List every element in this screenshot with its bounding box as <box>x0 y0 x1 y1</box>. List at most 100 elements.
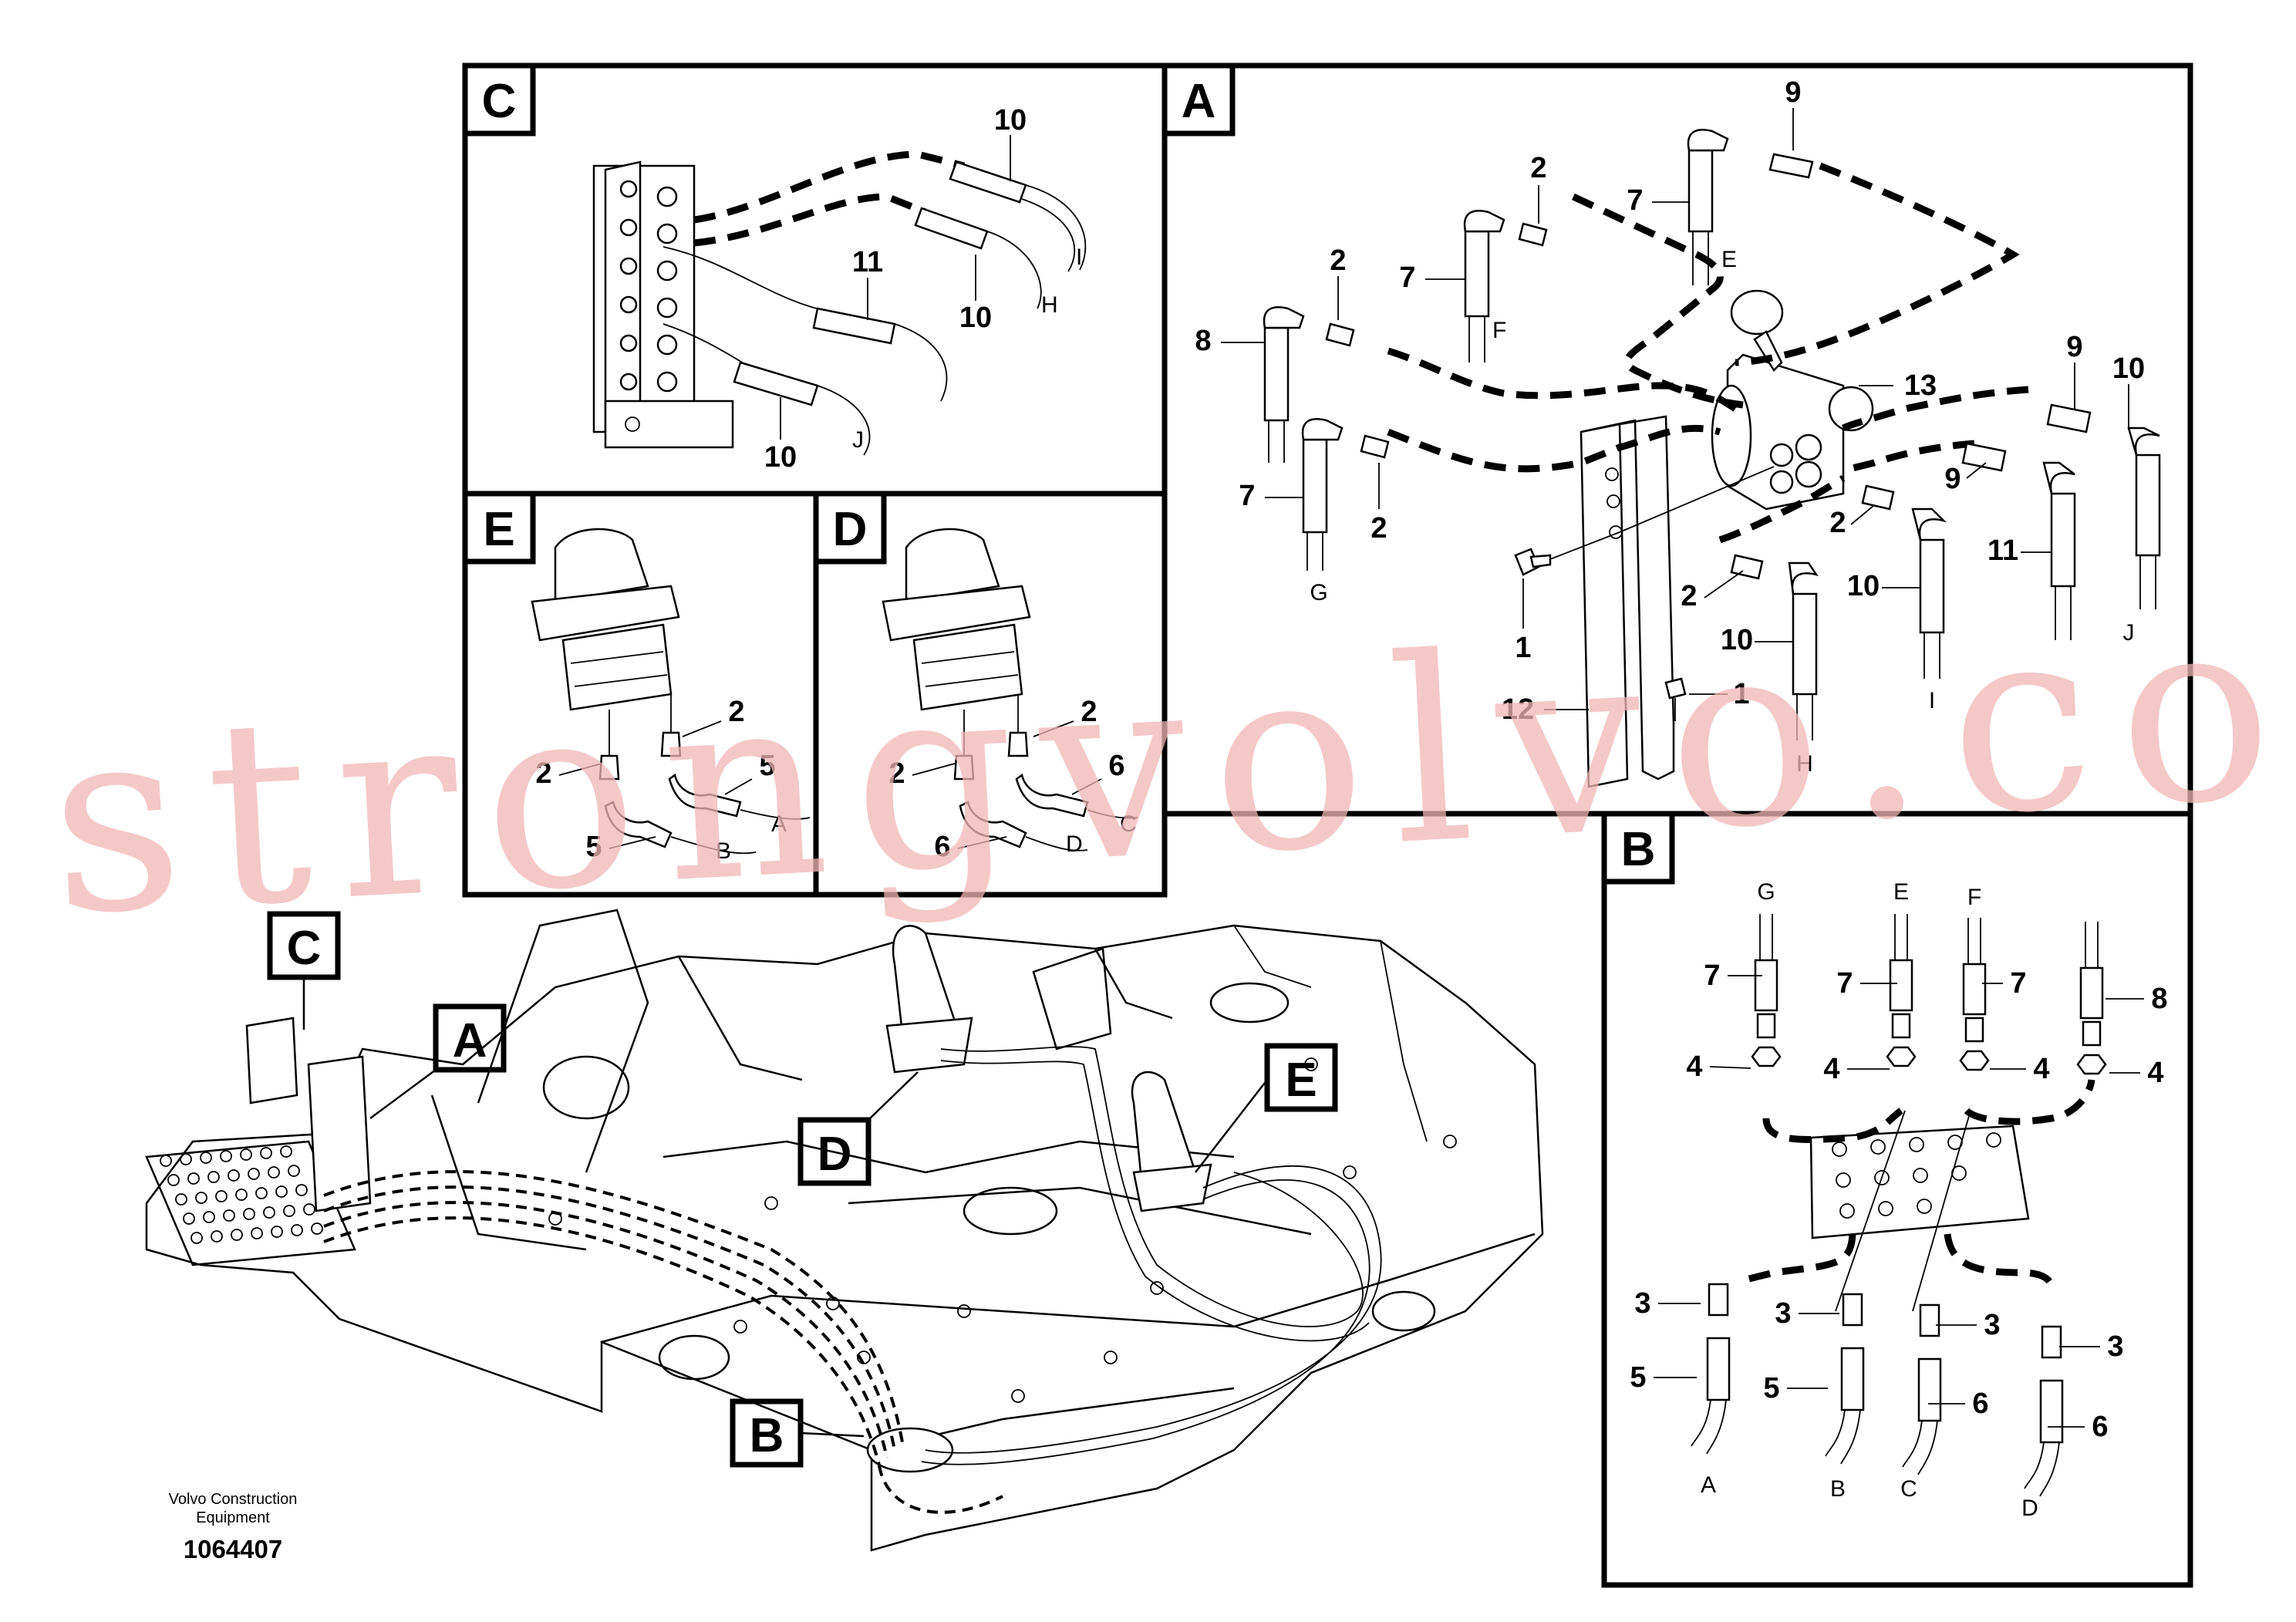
swivel-hole <box>1836 1172 1851 1188</box>
callout-label-e: E <box>1285 1054 1317 1107</box>
panel-b-label-8: 8 <box>2151 983 2167 1015</box>
panel-a-label-10a: 10 <box>1721 624 1753 656</box>
bolt-1-upper <box>1514 548 1552 576</box>
step-hole <box>203 1211 215 1223</box>
panel-e-letter-a: A <box>771 811 787 837</box>
valve-port <box>656 223 678 244</box>
panel-c-label-10a: 10 <box>994 104 1027 137</box>
panel-a-label-11: 11 <box>1988 534 2018 567</box>
panel-d-label-2b: 2 <box>888 757 905 790</box>
panel-e-label-2b: 2 <box>535 757 551 790</box>
panel-c-letter-h: H <box>1041 292 1058 318</box>
callout-box-a[interactable] <box>433 1003 507 1073</box>
step-hole <box>187 1172 200 1185</box>
panel-d-letter-d: D <box>1066 831 1083 857</box>
panel-a-label-8: 8 <box>1195 325 1211 357</box>
step-hole <box>207 1171 220 1183</box>
watermark-text: strongvolvo.com <box>43 545 2296 972</box>
callout-label-c: C <box>287 922 322 975</box>
callout-box-d[interactable] <box>797 1117 872 1186</box>
swivel-lower-hose <box>2024 1325 2064 1497</box>
valve-port <box>656 334 678 356</box>
panel-b-label-4d: 4 <box>2147 1057 2163 1089</box>
hose-11-right <box>1961 442 2076 640</box>
hose-10-lower <box>733 361 871 456</box>
step-plate <box>145 1140 356 1266</box>
step-hole <box>311 1222 323 1235</box>
step-hole <box>228 1169 240 1182</box>
step-hole <box>271 1226 283 1238</box>
swivel-upper-hose <box>1886 914 1917 1067</box>
panel-a-label-2e: 2 <box>1829 507 1846 539</box>
step-hole <box>231 1229 243 1241</box>
step-hole <box>240 1148 252 1161</box>
panel-b-letter-b: B <box>1830 1476 1846 1502</box>
swivel-upper-hose <box>2076 922 2107 1075</box>
panel-a-label-7b: 7 <box>1399 261 1415 294</box>
hose-7-g <box>1301 418 1390 571</box>
brand-line-2: Equipment <box>196 1509 270 1526</box>
panel-b-letter-c: C <box>1900 1476 1917 1502</box>
panel-a-letter-g: G <box>1310 580 1327 605</box>
panel-e-letter-b: B <box>716 838 731 864</box>
valve-port <box>656 260 678 282</box>
step-hole <box>288 1165 300 1177</box>
panel-b-label-6a: 6 <box>1972 1388 1988 1420</box>
panel-a-label-1b: 1 <box>1733 678 1749 710</box>
step-hole <box>263 1206 275 1219</box>
callout-label-b: B <box>750 1409 784 1462</box>
step-hole <box>303 1203 315 1216</box>
panel-a-label-9c: 9 <box>2066 331 2082 363</box>
step-hole <box>260 1147 272 1159</box>
panel-a-label-9a: 9 <box>1785 76 1801 109</box>
step-hole <box>183 1212 195 1225</box>
panel-b-label-4b: 4 <box>1823 1053 1839 1085</box>
panel-a-letter-i: I <box>1929 688 1935 713</box>
fittings-d <box>953 694 1138 851</box>
step-hole <box>248 1168 260 1180</box>
step-hole <box>180 1153 192 1165</box>
panel-b-label-7b: 7 <box>1836 967 1853 1000</box>
bolt-1-lower <box>1664 677 1687 721</box>
joystick-e <box>531 528 680 711</box>
panel-d-label-6b: 6 <box>934 831 950 863</box>
panel-d-label-2a: 2 <box>1081 696 1097 728</box>
panel-b-label-3c: 3 <box>1984 1309 2000 1341</box>
panel-c-label-10b: 10 <box>959 302 992 334</box>
panel-b-label-4c: 4 <box>2033 1053 2049 1085</box>
callout-box-e[interactable] <box>1264 1043 1338 1112</box>
swivel-upper-hose <box>1959 918 1990 1071</box>
valve-port <box>656 186 678 207</box>
step-hole <box>283 1205 295 1217</box>
panel-b-label-3b: 3 <box>1775 1297 1791 1330</box>
panel-b-label-3d: 3 <box>2107 1330 2123 1363</box>
panel-d-letter-c: C <box>1120 811 1137 837</box>
swivel-lower-hose <box>1825 1293 1865 1465</box>
swivel-hole <box>1874 1170 1890 1185</box>
panel-a-letter-j: J <box>2123 620 2135 646</box>
panel-b-letter-g: G <box>1757 879 1775 905</box>
hose-10-middle <box>914 207 1042 309</box>
hose-7-e <box>1687 129 1814 285</box>
panel-b-letter-d: D <box>2021 1496 2038 1521</box>
panel-b-label-4a: 4 <box>1686 1050 1702 1083</box>
panel-c-label-10c: 10 <box>764 441 797 474</box>
panel-a-label-1a: 1 <box>1515 632 1531 664</box>
panel-e-label-5b: 5 <box>585 831 602 863</box>
panel-d-title: D <box>833 503 868 556</box>
step-hole <box>223 1209 235 1222</box>
step-hole <box>175 1193 187 1206</box>
brand-line-1: Volvo Construction <box>169 1491 298 1508</box>
swivel-upper-hose <box>1751 914 1782 1067</box>
panel-b-label-5b: 5 <box>1763 1372 1779 1404</box>
panel-e-label-2a: 2 <box>728 696 744 728</box>
drawing-number: 1064407 <box>184 1535 282 1563</box>
swivel-hole <box>1870 1139 1886 1155</box>
panel-d: D 2 2 6 C 6 D <box>813 491 1168 898</box>
hose-8 <box>1263 306 1355 463</box>
swivel-hole <box>1909 1137 1924 1152</box>
panel-e-title: E <box>483 503 514 556</box>
valve-port <box>619 295 638 314</box>
panel-e: E 2 2 5 A 5 B <box>462 491 819 898</box>
panel-b-label-6b: 6 <box>2092 1411 2108 1443</box>
